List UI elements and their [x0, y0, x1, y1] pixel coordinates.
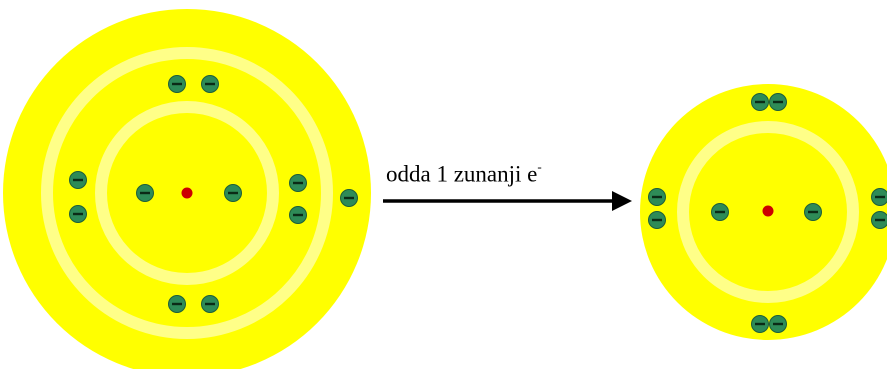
valence-electron: [340, 189, 358, 207]
nucleus: [181, 187, 193, 199]
shell-ring-inner: [95, 101, 279, 285]
electron: [871, 211, 887, 229]
electron: [769, 315, 787, 333]
sodium-atom: [3, 9, 371, 369]
arrow-label: odda 1 zunanji e-: [386, 159, 542, 187]
electron: [751, 315, 769, 333]
electron: [224, 184, 242, 202]
shell-ring-outer: [41, 47, 333, 339]
shell-ring: [677, 121, 859, 303]
electron: [168, 75, 186, 93]
arrow-label-text: odda 1 zunanji e: [386, 161, 538, 187]
electron: [136, 184, 154, 202]
reaction-arrow: [383, 191, 632, 211]
electron: [69, 171, 87, 189]
electron: [769, 93, 787, 111]
electron: [289, 206, 307, 224]
electron: [871, 188, 887, 206]
electron: [289, 174, 307, 192]
sodium-ion: [640, 84, 887, 340]
electron: [168, 295, 186, 313]
arrow-label-superscript: -: [537, 159, 542, 174]
electron: [648, 211, 666, 229]
electron: [201, 75, 219, 93]
electron: [201, 295, 219, 313]
electron: [648, 188, 666, 206]
nucleus: [762, 205, 774, 217]
electron: [751, 93, 769, 111]
electron: [804, 203, 822, 221]
electron: [711, 203, 729, 221]
electron: [69, 205, 87, 223]
